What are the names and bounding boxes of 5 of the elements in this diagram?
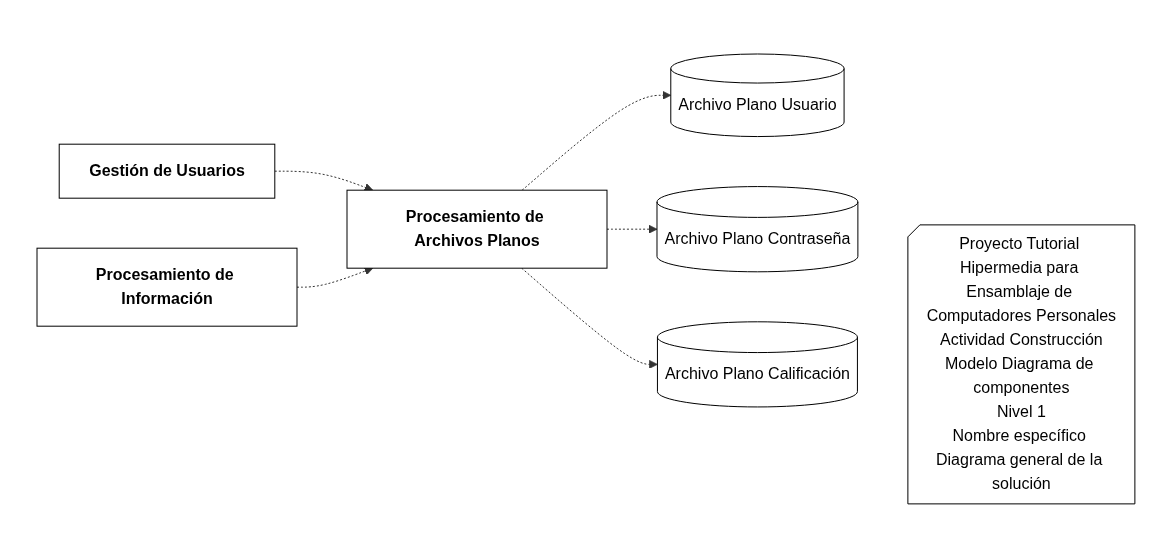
arrow	[606, 224, 657, 234]
node-box: Procesamiento de Información	[36, 247, 298, 327]
node-box: Procesamiento de Archivos Planos	[346, 189, 608, 269]
arrow	[296, 266, 373, 288]
node-box: Gestión de Usuarios	[58, 143, 275, 199]
